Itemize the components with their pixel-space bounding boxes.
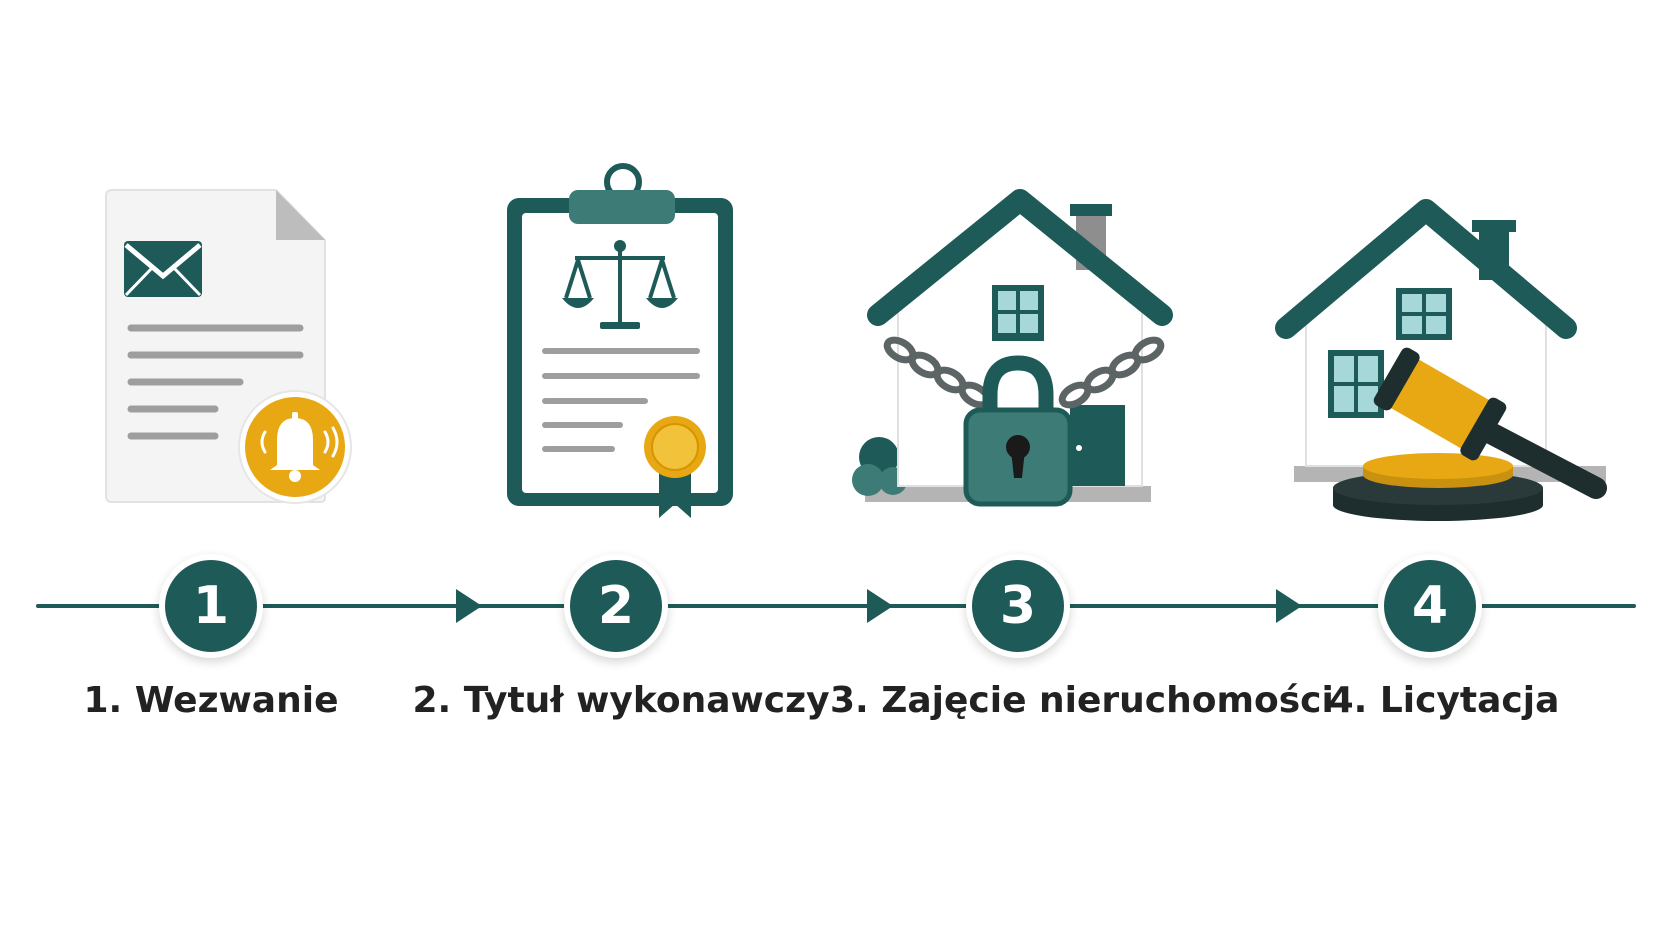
step-number-2: 2 <box>570 560 662 652</box>
step-number-1: 1 <box>165 560 257 652</box>
padlock-icon <box>963 355 1073 507</box>
step-number-3: 3 <box>972 560 1064 652</box>
summons-document-bell-icon <box>105 189 352 504</box>
arrow-right-icon <box>1276 589 1302 623</box>
step-label-3: 3. Zajęcie nieruchomości <box>830 680 1334 721</box>
step-label-2: 2. Tytuł wykonawczy <box>412 680 830 721</box>
bell-icon <box>238 390 352 504</box>
step-number-4: 4 <box>1384 560 1476 652</box>
timeline-line <box>36 604 1636 608</box>
scales-of-justice-icon <box>564 242 676 322</box>
arrow-right-icon <box>456 589 482 623</box>
arrow-right-icon <box>867 589 893 623</box>
step-label-1: 1. Wezwanie <box>83 680 339 721</box>
envelope-icon <box>124 241 202 297</box>
clipboard-scales-seal-icon <box>507 163 733 518</box>
house-chain-padlock-icon <box>852 189 1173 507</box>
step-label-4: 4. Licytacja <box>1328 680 1560 721</box>
chain-icon <box>883 336 1165 409</box>
gavel-icon <box>1333 347 1607 521</box>
seal-ribbon-icon <box>644 416 706 518</box>
house-gavel-icon <box>1275 199 1607 521</box>
